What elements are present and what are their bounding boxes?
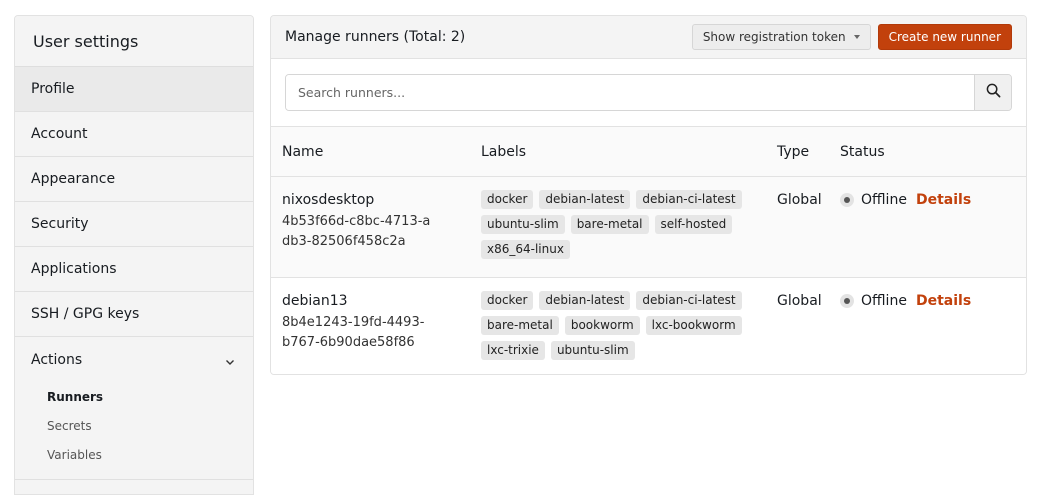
sidebar-item-actions[interactable]: Actions: [15, 337, 253, 382]
runner-type: Global: [777, 192, 822, 208]
sidebar-title: User settings: [15, 16, 253, 67]
panel-header: Manage runners (Total: 2) Show registrat…: [271, 16, 1026, 59]
search-row: [271, 59, 1026, 127]
page-title: Manage runners (Total: 2): [285, 29, 466, 45]
runner-label: lxc-trixie: [481, 341, 545, 360]
sidebar-item-appearance[interactable]: Appearance: [15, 157, 253, 202]
runner-label: debian-latest: [539, 291, 631, 310]
create-new-runner-button[interactable]: Create new runner: [877, 24, 1012, 50]
chevron-down-icon: [225, 355, 235, 365]
column-header-labels: Labels: [481, 143, 527, 160]
caret-down-icon: [853, 35, 860, 39]
details-link[interactable]: Details: [916, 293, 972, 309]
runner-label: bookworm: [564, 316, 640, 335]
label-list: docker debian-latest debian-ci-latest ba…: [481, 291, 766, 360]
sidebar-subitem-variables[interactable]: Variables: [47, 447, 102, 462]
label-list: docker debian-latest debian-ci-latest ub…: [481, 190, 766, 259]
table-header: Name Labels Type Status: [271, 127, 1026, 177]
sidebar-item-ssh-gpg-keys[interactable]: SSH / GPG keys: [15, 292, 253, 337]
sidebar-subitem-runners[interactable]: Runners: [47, 389, 104, 404]
runner-name: debian13: [282, 293, 348, 309]
details-link[interactable]: Details: [916, 192, 972, 208]
runner-label: self-hosted: [654, 215, 733, 234]
settings-sidebar: User settings Profile Account Appearance…: [14, 15, 254, 495]
show-registration-token-button[interactable]: Show registration token: [691, 24, 871, 50]
table-row: debian13 8b4e1243-19fd-4493-b767-6b90dae…: [271, 278, 1026, 374]
runner-labels-cell: docker debian-latest debian-ci-latest ba…: [471, 291, 766, 360]
runner-label: debian-ci-latest: [636, 291, 742, 310]
runner-uuid: 8b4e1243-19fd-4493-b767-6b90dae58f86: [282, 315, 425, 350]
runner-label: x86_64-linux: [481, 240, 570, 259]
sidebar-item-applications[interactable]: Applications: [15, 247, 253, 292]
runners-panel: Manage runners (Total: 2) Show registrat…: [270, 15, 1027, 375]
column-header-status: Status: [840, 143, 885, 160]
sidebar-item-security[interactable]: Security: [15, 202, 253, 247]
search-input[interactable]: [286, 75, 974, 110]
runner-name-cell: nixosdesktop 4b53f66d-c8bc-4713-adb3-825…: [271, 190, 471, 252]
search-icon: [986, 83, 1001, 102]
column-header-name: Name: [282, 143, 324, 160]
runner-label: debian-ci-latest: [636, 190, 742, 209]
runner-name: nixosdesktop: [282, 192, 375, 208]
runner-label: lxc-bookworm: [645, 316, 742, 335]
runner-labels-cell: docker debian-latest debian-ci-latest ub…: [471, 190, 766, 259]
runner-label: bare-metal: [570, 215, 649, 234]
button-label: Show registration token: [702, 30, 846, 44]
sidebar-group-actions: Actions Runners Secrets Variables: [15, 337, 253, 480]
runner-label: docker: [481, 190, 534, 209]
offline-status-icon: [840, 294, 854, 308]
runner-label: debian-latest: [539, 190, 631, 209]
search-button[interactable]: [974, 75, 1011, 110]
offline-status-icon: [840, 193, 854, 207]
runner-actions-cell: Details: [916, 291, 1016, 311]
sidebar-item-account[interactable]: Account: [15, 112, 253, 157]
runner-type: Global: [777, 293, 822, 309]
search-box: [285, 74, 1012, 111]
runner-status-cell: Offline: [829, 291, 916, 311]
table-row: nixosdesktop 4b53f66d-c8bc-4713-adb3-825…: [271, 177, 1026, 278]
sidebar-subitem-secrets[interactable]: Secrets: [47, 418, 92, 433]
runner-name-cell: debian13 8b4e1243-19fd-4493-b767-6b90dae…: [271, 291, 471, 353]
runner-status: Offline: [861, 293, 907, 309]
runner-label: ubuntu-slim: [481, 215, 565, 234]
column-header-type: Type: [777, 143, 810, 160]
runner-uuid: 4b53f66d-c8bc-4713-adb3-82506f458c2a: [282, 214, 431, 249]
runner-label: docker: [481, 291, 534, 310]
runner-status: Offline: [861, 192, 907, 208]
runner-label: bare-metal: [481, 316, 559, 335]
sidebar-item-label: Actions: [31, 351, 83, 368]
sidebar-item-profile[interactable]: Profile: [15, 67, 253, 112]
runners-table: Name Labels Type Status nixosdesktop 4b5…: [271, 127, 1026, 374]
runner-status-cell: Offline: [829, 190, 916, 210]
runner-label: ubuntu-slim: [550, 341, 635, 360]
runner-actions-cell: Details: [916, 190, 1016, 210]
